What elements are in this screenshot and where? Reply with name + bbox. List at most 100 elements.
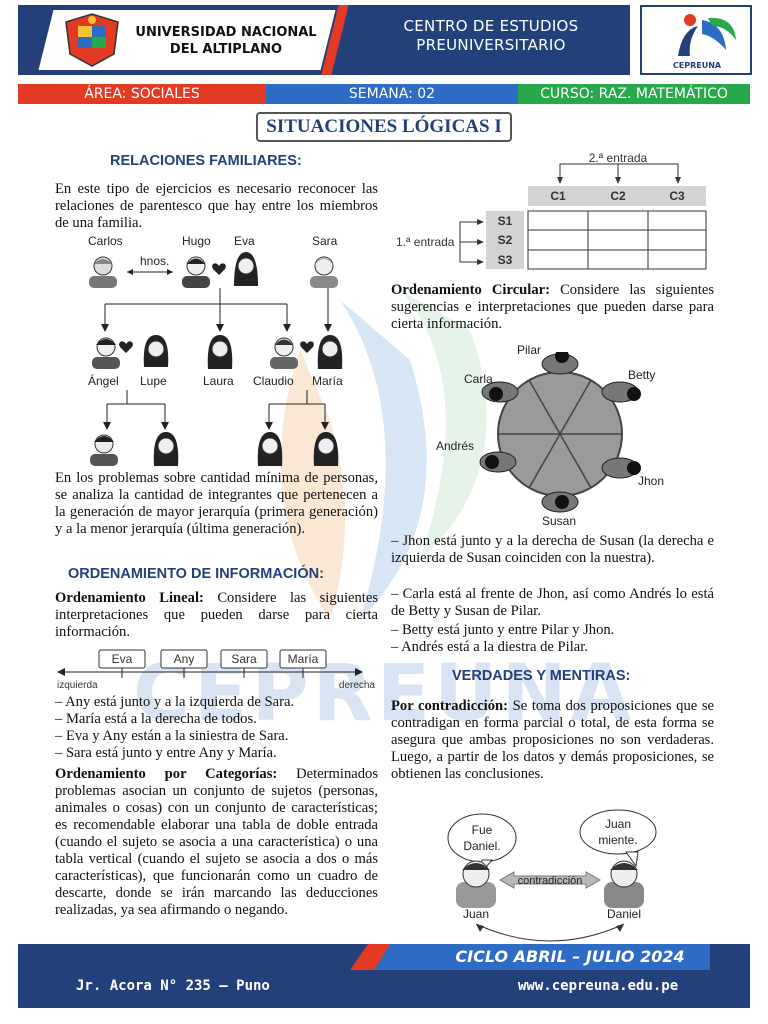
contradiccion-arrow-label: contradicción: [518, 875, 583, 887]
circular-label: Ordenamiento Circular:: [391, 282, 550, 298]
lineal-item-1: – Any está junto y a la izquierda de Sar…: [55, 694, 295, 710]
person-icon-carlos: [89, 256, 117, 288]
heart-icon: [300, 341, 314, 353]
person-icon-hugo: [182, 256, 210, 288]
cepreuna-logo-text: CEPREUNA: [672, 61, 722, 70]
contradiccion-text: Se toma dos proposiciones que se contrad…: [391, 698, 714, 782]
ciclo-banner: [350, 944, 710, 970]
contradiccion-label: Por contradicción:: [391, 698, 509, 714]
ciclo-text: CICLO ABRIL – JULIO 2024: [455, 947, 685, 966]
semana-bar: SEMANA: 02: [266, 84, 518, 104]
family-tree-diagram: [101, 263, 332, 430]
col-header-3: C3: [669, 189, 685, 203]
name-jhon: Jhon: [638, 474, 665, 488]
person-icon-child-1: [90, 434, 118, 466]
label-claudio: Claudio: [253, 374, 294, 388]
relaciones-heading: RELACIONES FAMILIARES:: [110, 153, 302, 169]
lineal-text: Considere las siguientes interpretacione…: [55, 590, 378, 640]
name-pilar: Pilar: [517, 343, 542, 357]
heart-icon: [119, 341, 133, 353]
categorias-text: Determinados problemas asocian un conjun…: [55, 766, 378, 918]
segunda-entrada-label: 2.ª entrada: [589, 151, 648, 165]
label-hugo: Hugo: [182, 234, 211, 248]
heart-icon: [212, 263, 226, 275]
page-header: UNIVERSIDAD NACIONAL DEL ALTIPLANO CENTR…: [0, 0, 768, 82]
name-betty: Betty: [628, 368, 656, 382]
circular-item-4: – Andrés está a la diestra de Pilar.: [391, 639, 588, 655]
bubble-right-line-1: Juan: [605, 817, 631, 831]
line-name-4: María: [288, 652, 319, 666]
label-angel: Ángel: [88, 374, 119, 388]
person-icon-angel: [92, 337, 120, 369]
person-icon-claudio: [270, 337, 298, 369]
row-header-1: S1: [498, 214, 513, 228]
col-header-2: C2: [610, 189, 626, 203]
juan-label: Juan: [463, 907, 489, 921]
university-name: UNIVERSIDAD NACIONAL DEL ALTIPLANO: [126, 24, 326, 58]
row-header-3: S3: [498, 253, 513, 267]
circular-text: Considere las siguientes sugerencias e i…: [391, 282, 714, 332]
line-name-1: Eva: [112, 652, 133, 666]
daniel-label: Daniel: [607, 907, 641, 921]
categorias-label: Ordenamiento por Categorías:: [55, 766, 278, 782]
linear-order-diagram: Eva Any Sara María izquierda derecha: [57, 649, 376, 691]
line-name-2: Any: [174, 652, 195, 666]
curso-bar: CURSO: RAZ. MATEMÁTICO: [518, 84, 750, 104]
person-icon-sara: [310, 256, 338, 288]
contradiction-diagram: Fue Daniel. Juan miente. contradicción J…: [447, 809, 657, 942]
header-band-right: [348, 5, 630, 75]
row-header-2: S2: [498, 233, 513, 247]
name-andres: Andrés: [436, 439, 475, 453]
bubble-left-line-2: Daniel.: [463, 839, 500, 853]
primera-entrada-label: 1.ª entrada: [396, 235, 455, 249]
university-line-2: DEL ALTIPLANO: [169, 42, 283, 57]
verdades-paragraph: Por contradicción: Se toma dos proposici…: [391, 698, 714, 783]
label-hnos: hnos.: [140, 254, 170, 268]
person-icon-eva: [234, 252, 258, 286]
name-carla: Carla: [464, 372, 493, 386]
ordenamiento-heading: ORDENAMIENTO DE INFORMACIÓN:: [68, 566, 324, 582]
person-icon-child-4: [313, 432, 339, 466]
bubble-right-line-2: miente.: [598, 833, 637, 847]
circular-paragraph: Ordenamiento Circular: Considere las sig…: [391, 282, 714, 333]
label-eva: Eva: [234, 234, 255, 248]
centro-line-2: PREUNIVERSITARIO: [416, 36, 566, 54]
label-carlos: Carlos: [88, 234, 123, 248]
centro-line-1: CENTRO DE ESTUDIOS: [403, 17, 579, 35]
label-maria: María: [312, 374, 343, 388]
person-icon-lupe: [143, 335, 169, 367]
lineal-item-4: – Sara está junto y entre Any y María.: [55, 745, 277, 761]
lineal-label: Ordenamiento Lineal:: [55, 590, 204, 606]
person-icon-child-3: [257, 432, 283, 466]
lineal-item-3: – Eva y Any están a la siniestra de Sara…: [55, 728, 289, 744]
person-icon-laura: [207, 335, 233, 369]
circular-table-diagram: [479, 352, 641, 513]
university-line-1: UNIVERSIDAD NACIONAL: [135, 25, 317, 40]
col-header-1: C1: [550, 189, 566, 203]
label-sara: Sara: [312, 234, 338, 248]
university-crest-icon: [65, 13, 119, 67]
circular-item-3: – Betty está junto y entre Pilar y Jhon.: [391, 622, 615, 638]
page-title: SITUACIONES LÓGICAS I: [256, 112, 512, 142]
circular-item-1: – Jhon está junto y a la derecha de Susa…: [391, 533, 714, 566]
double-entry-table: 2.ª entrada C1 C2 C3 S1 S2 S3 1.ª entrad…: [396, 151, 707, 270]
centro-name: CENTRO DE ESTUDIOS PREUNIVERSITARIO: [360, 17, 622, 55]
lineal-paragraph: Ordenamiento Lineal: Considere las sigui…: [55, 590, 378, 641]
cepreuna-logo-icon: [678, 14, 736, 56]
categorias-paragraph: Ordenamiento por Categorías: Determinado…: [55, 766, 378, 919]
izquierda-label: izquierda: [57, 680, 98, 691]
label-laura: Laura: [203, 374, 234, 388]
cantidad-paragraph: En los problemas sobre cantidad mínima d…: [55, 470, 378, 537]
footer-address: Jr. Acora N° 235 – Puno: [76, 978, 270, 994]
header-logo-box: [640, 5, 752, 75]
circular-item-2: – Carla está al frente de Jhon, así como…: [391, 586, 714, 619]
area-bar: ÁREA: SOCIALES: [18, 84, 266, 104]
footer-website-link[interactable]: www.cepreuna.edu.pe: [518, 978, 679, 994]
relaciones-intro: En este tipo de ejercicios es necesario …: [55, 181, 378, 231]
person-icon-maria: [317, 335, 343, 369]
lineal-item-2: – María está a la derecha de todos.: [55, 711, 257, 727]
person-icon-child-2: [153, 432, 179, 466]
name-susan: Susan: [542, 514, 577, 528]
label-lupe: Lupe: [140, 374, 167, 388]
derecha-label: derecha: [339, 680, 376, 691]
